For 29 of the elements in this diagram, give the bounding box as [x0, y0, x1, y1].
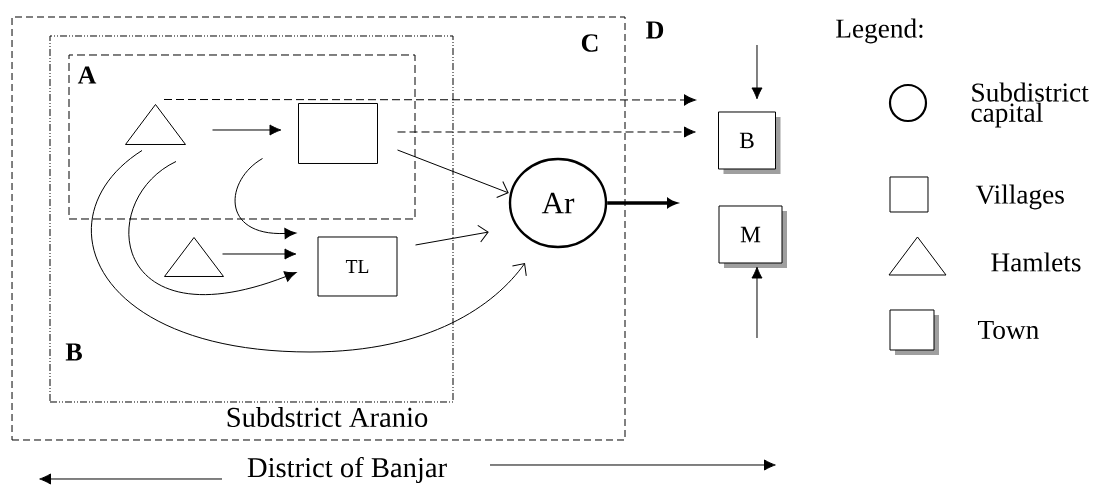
town-box: B: [718, 111, 781, 174]
village-box: [298, 103, 378, 164]
region-label: Subdstrict Aranio: [227, 406, 428, 428]
town-box: TL: [317, 236, 398, 297]
arrow: [751, 266, 763, 339]
region-label: C: [581, 34, 598, 52]
legend-text: Hamlets: [991, 252, 1081, 272]
arrow: [397, 149, 509, 198]
arrow: [415, 224, 489, 246]
legend-text: Subdistrict capital: [971, 82, 1089, 128]
region-label: D: [643, 19, 667, 41]
arrow: [751, 44, 763, 100]
district-label: District of Banjar: [244, 454, 450, 486]
arrow: [128, 161, 297, 295]
arrow: [212, 124, 282, 136]
arrow: [234, 158, 297, 239]
arrow: [397, 126, 696, 138]
arrow: [222, 248, 297, 260]
town-box: M: [718, 205, 787, 268]
legend-text: Villages: [975, 184, 1064, 210]
arrow: [607, 198, 677, 208]
triangle-symbol: [125, 104, 186, 145]
legend-title: Legend:: [833, 16, 927, 46]
triangle-symbol: [164, 237, 224, 277]
region-label: A: [77, 66, 97, 84]
arrow: [90, 150, 527, 353]
legend-text: Town: [978, 320, 1039, 340]
region-label: B: [65, 343, 82, 361]
arrow: [163, 94, 696, 106]
